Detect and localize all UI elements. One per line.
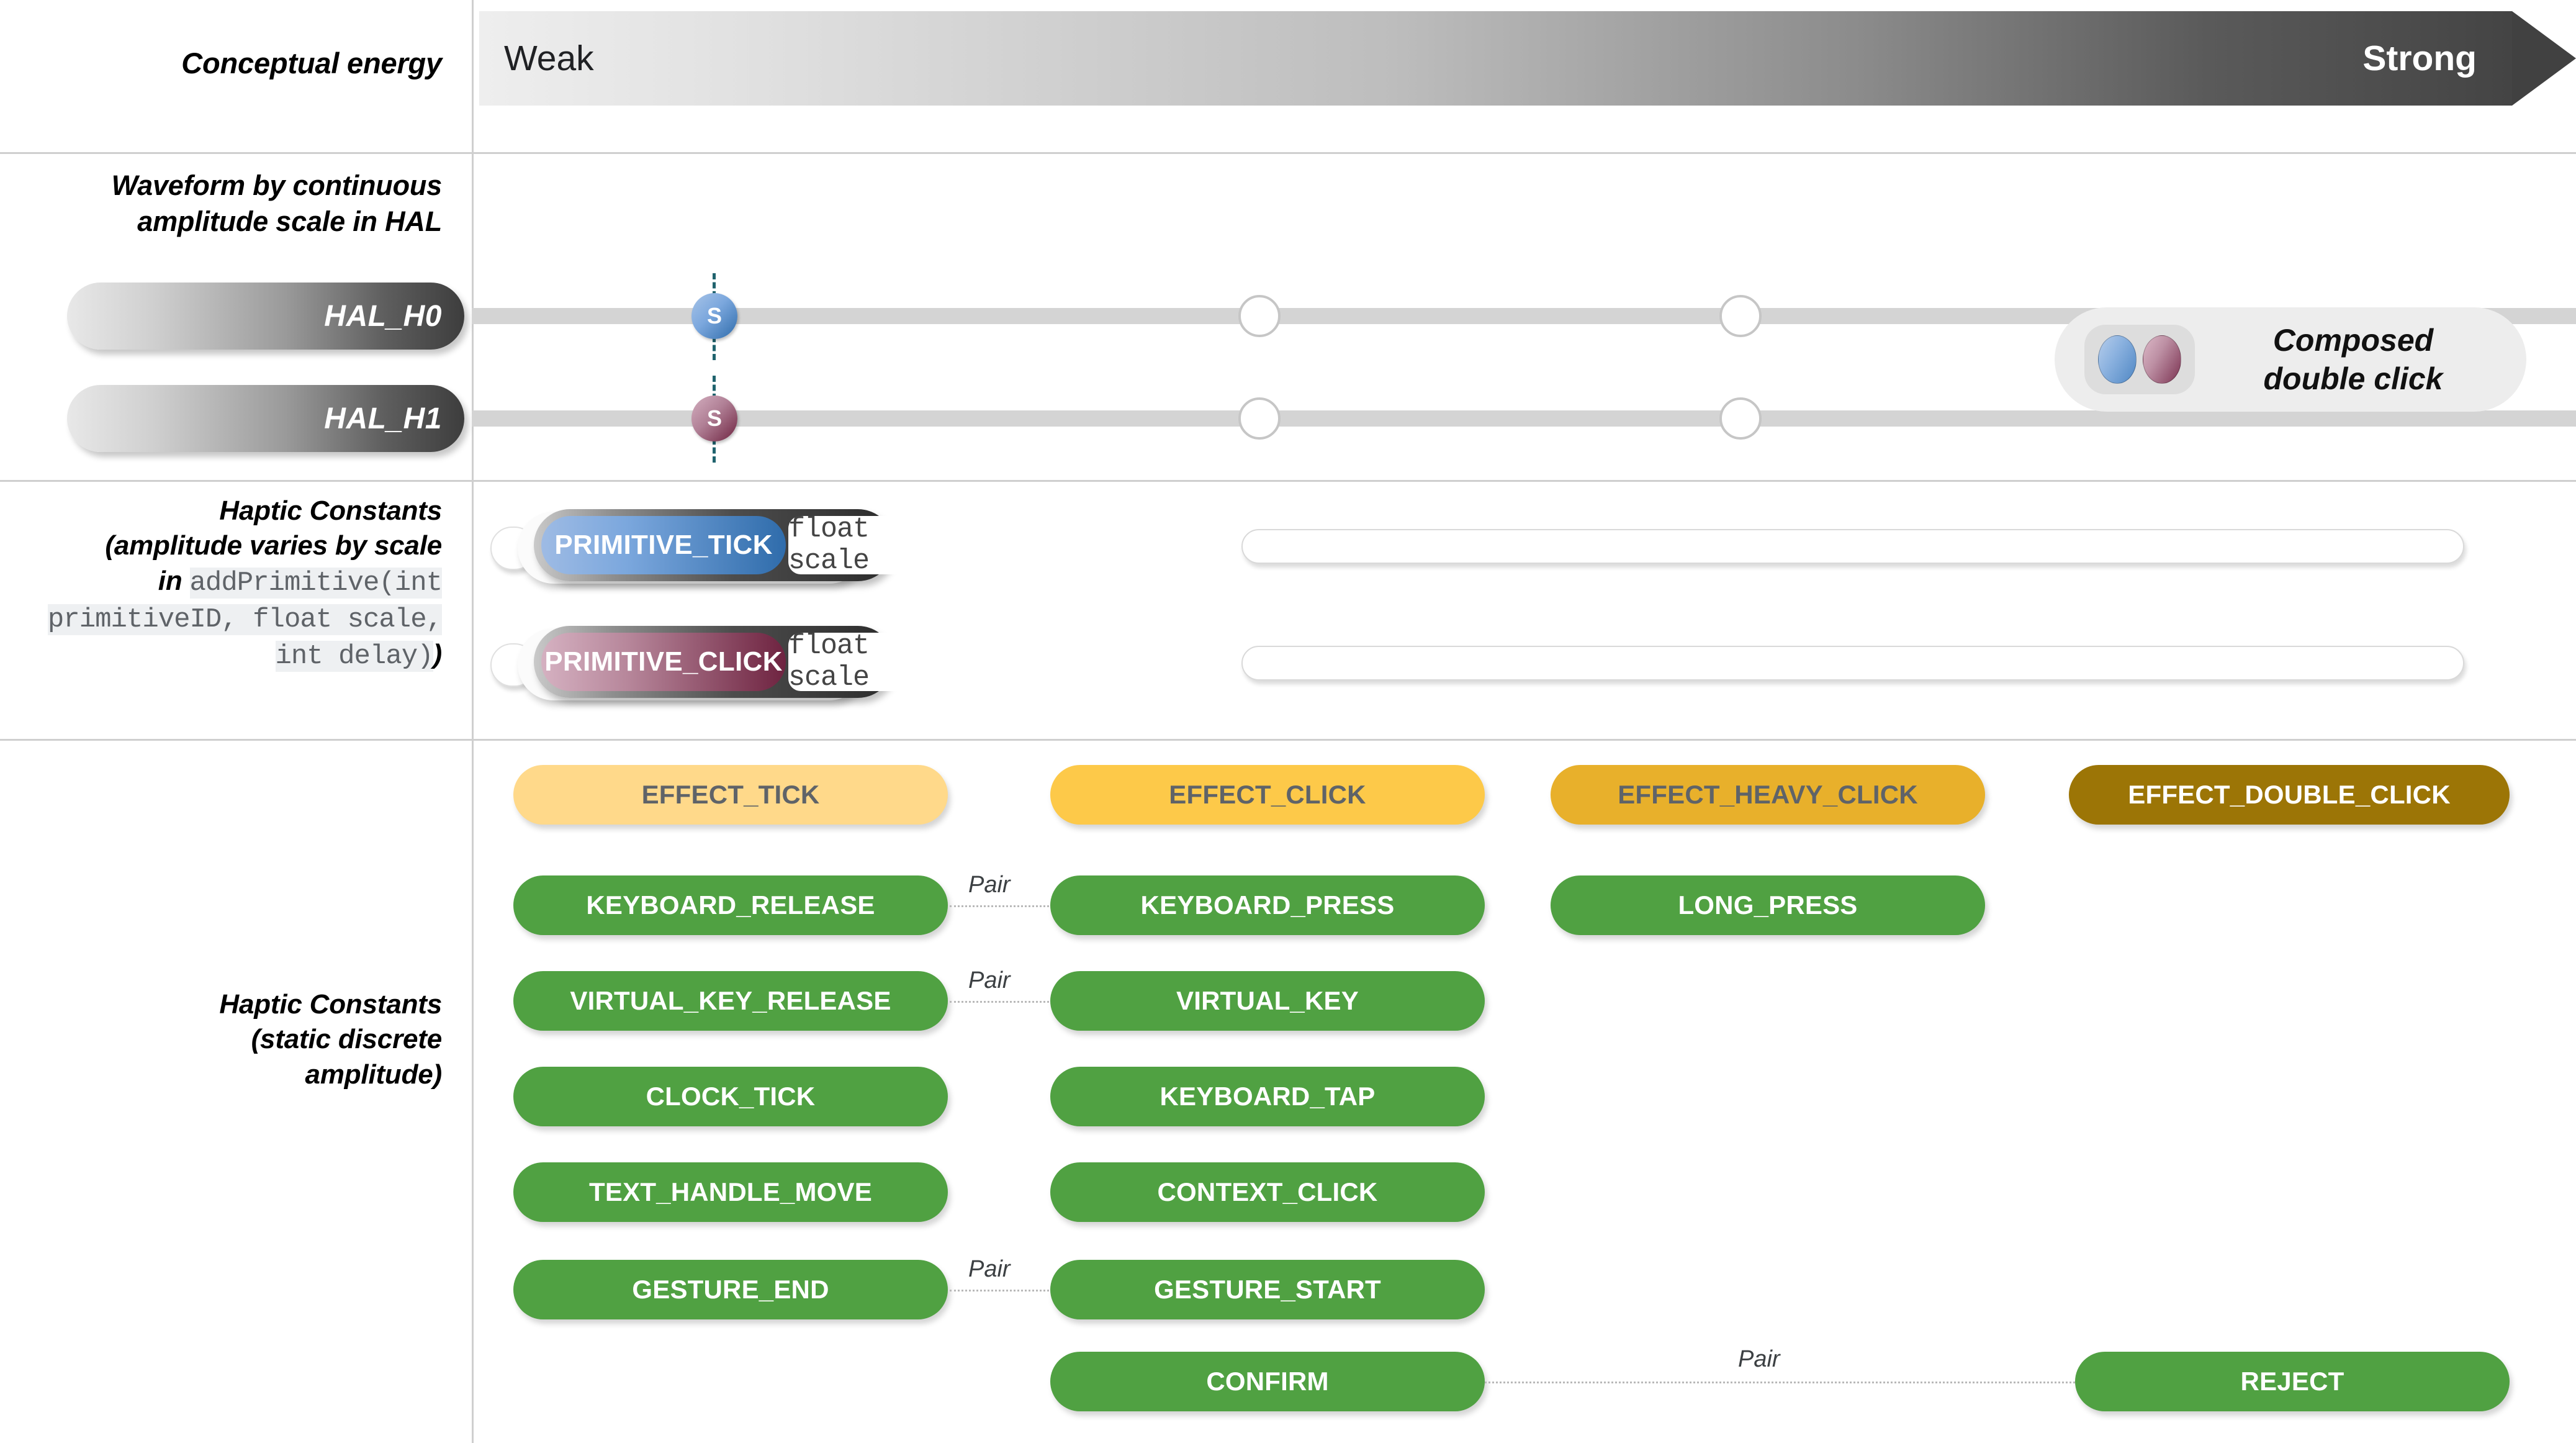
row-label-waveform: Waveform by continuous amplitude scale i… [0,168,443,239]
primitive-label-code: addPrimitive(int primitiveID, float scal… [47,567,443,672]
energy-arrowhead-icon [2512,11,2576,106]
pair-label-keyboard: Pair [968,872,1011,898]
constant-pill-keyboard-release[interactable]: KEYBOARD_RELEASE [513,875,948,935]
hal-node-h0-scale-marker[interactable]: S [691,293,737,339]
effect-pill-double-click[interactable]: EFFECT_DOUBLE_CLICK [2069,765,2510,825]
primitive-click-track[interactable] [1241,646,2464,681]
pair-label-confirm-reject: Pair [1738,1346,1780,1372]
constant-pill-virtual-key[interactable]: VIRTUAL_KEY [1050,971,1485,1031]
composed-double-click-icon [2084,325,2195,394]
row-label-static-constants: Haptic Constants (static discrete amplit… [0,987,442,1092]
static-label-line2: (static discrete [251,1024,443,1055]
constant-pill-virtual-key-label: VIRTUAL_KEY [1176,986,1359,1015]
constant-pill-clock-tick[interactable]: CLOCK_TICK [513,1067,948,1126]
constant-pill-long-press[interactable]: LONG_PRESS [1551,875,1985,935]
constant-pill-keyboard-tap[interactable]: KEYBOARD_TAP [1050,1067,1485,1126]
pair-line-keyboard [950,905,1049,907]
constant-pill-text-handle-move[interactable]: TEXT_HANDLE_MOVE [513,1162,948,1222]
row-divider-3 [0,739,2576,741]
row-divider-1 [0,152,2576,154]
constant-pill-clock-tick-label: CLOCK_TICK [646,1082,816,1111]
hal-chip-h1: HAL_H1 [67,385,464,452]
primitive-label-line1: Haptic Constants [219,495,442,526]
waveform-label-line1: Waveform by continuous [111,170,443,201]
energy-weak-label: Weak [504,38,594,78]
constant-pill-text-handle-move-label: TEXT_HANDLE_MOVE [589,1177,872,1206]
constant-pill-long-press-label: LONG_PRESS [1678,890,1858,920]
hal-node-h1-high[interactable] [1719,397,1762,440]
primitive-click-chip-label: PRIMITIVE_CLICK [544,646,783,677]
hal-node-h0-high[interactable] [1719,295,1762,337]
column-divider-const [472,741,474,1443]
primitive-tick-track[interactable] [1241,529,2464,564]
primitive-label-line2: (amplitude varies by scale [105,530,442,561]
hal-chip-h0-label: HAL_H0 [324,299,442,333]
constant-pill-context-click[interactable]: CONTEXT_CLICK [1050,1162,1485,1222]
constant-pill-confirm-label: CONFIRM [1206,1367,1329,1396]
constant-pill-gesture-end[interactable]: GESTURE_END [513,1260,948,1319]
primitive-click-value-label: float scale [788,630,870,694]
effect-pill-click-label: EFFECT_CLICK [1169,780,1366,809]
hal-node-h1-marker-label: S [706,405,722,431]
constant-pill-reject[interactable]: REJECT [2075,1352,2510,1411]
static-label-line1: Haptic Constants [219,989,442,1020]
hal-node-h1-scale-marker[interactable]: S [691,396,737,441]
constant-pill-keyboard-press[interactable]: KEYBOARD_PRESS [1050,875,1485,935]
hal-node-h0-mid[interactable] [1238,295,1281,337]
composed-label-line2: double click [2263,361,2443,396]
pair-line-virtual-key [950,1001,1049,1003]
primitive-tick-value[interactable]: float scale [788,513,958,577]
effect-pill-double-click-label: EFFECT_DOUBLE_CLICK [2128,780,2451,809]
primitive-click-value[interactable]: float scale [788,630,958,694]
primitive-label-close-paren: ) [433,639,443,670]
energy-gradient-shaft [479,11,2512,106]
effect-pill-click[interactable]: EFFECT_CLICK [1050,765,1485,825]
constant-pill-gesture-start-label: GESTURE_START [1154,1275,1381,1304]
hal-node-h0-marker-label: S [706,303,722,328]
row-label-conceptual-energy: Conceptual energy [0,45,442,82]
constant-pill-reject-label: REJECT [2240,1367,2344,1396]
constant-pill-context-click-label: CONTEXT_CLICK [1157,1177,1378,1206]
constant-pill-virtual-key-release[interactable]: VIRTUAL_KEY_RELEASE [513,971,948,1031]
conceptual-energy-arrow: Weak Strong [479,11,2576,106]
constant-pill-gesture-start[interactable]: GESTURE_START [1050,1260,1485,1319]
pair-line-confirm-reject [1485,1382,2075,1383]
waveform-label-line2: amplitude scale in HAL [137,205,442,237]
effect-pill-tick[interactable]: EFFECT_TICK [513,765,948,825]
pair-label-virtual-key: Pair [968,967,1011,993]
constant-pill-keyboard-press-label: KEYBOARD_PRESS [1140,890,1395,920]
row-label-primitive-constants: Haptic Constants (amplitude varies by sc… [0,494,443,674]
pair-line-gesture [950,1290,1049,1291]
hal-chip-h1-label: HAL_H1 [324,402,442,435]
effect-pill-heavy-click[interactable]: EFFECT_HEAVY_CLICK [1551,765,1985,825]
composed-dot-maroon-icon [2143,335,2181,384]
hal-chip-h0: HAL_H0 [67,283,464,350]
effect-pill-heavy-click-label: EFFECT_HEAVY_CLICK [1618,780,1918,809]
hal-track-h1 [472,410,2576,427]
static-label-line3: amplitude) [305,1059,443,1090]
constant-pill-virtual-key-release-label: VIRTUAL_KEY_RELEASE [570,986,891,1015]
constant-pill-keyboard-release-label: KEYBOARD_RELEASE [586,890,875,920]
composed-dot-blue-icon [2098,335,2137,384]
row-divider-2 [0,480,2576,482]
composed-label-line1: Composed [2272,322,2434,358]
primitive-tick-chip-label: PRIMITIVE_TICK [554,530,773,560]
energy-strong-label: Strong [2362,38,2477,78]
column-divider-top [472,0,474,152]
primitive-label-line3: in addPrimitive(int primitiveID, float s… [0,564,443,674]
hal-node-h1-mid[interactable] [1238,397,1281,440]
composed-double-click-label: Composed double click [2195,321,2526,399]
constant-pill-gesture-end-label: GESTURE_END [632,1275,829,1304]
primitive-tick-chip[interactable]: PRIMITIVE_TICK [541,516,786,574]
constant-pill-keyboard-tap-label: KEYBOARD_TAP [1160,1082,1376,1111]
composed-double-click-card[interactable]: Composed double click [2055,307,2526,412]
primitive-click-chip[interactable]: PRIMITIVE_CLICK [541,633,786,691]
constant-pill-confirm[interactable]: CONFIRM [1050,1352,1485,1411]
column-divider-prim [472,482,474,739]
primitive-tick-value-label: float scale [788,513,870,577]
primitive-label-in: in [158,565,190,596]
pair-label-gesture: Pair [968,1256,1011,1282]
conceptual-energy-label-text: Conceptual energy [181,47,442,79]
effect-pill-tick-label: EFFECT_TICK [641,780,820,809]
